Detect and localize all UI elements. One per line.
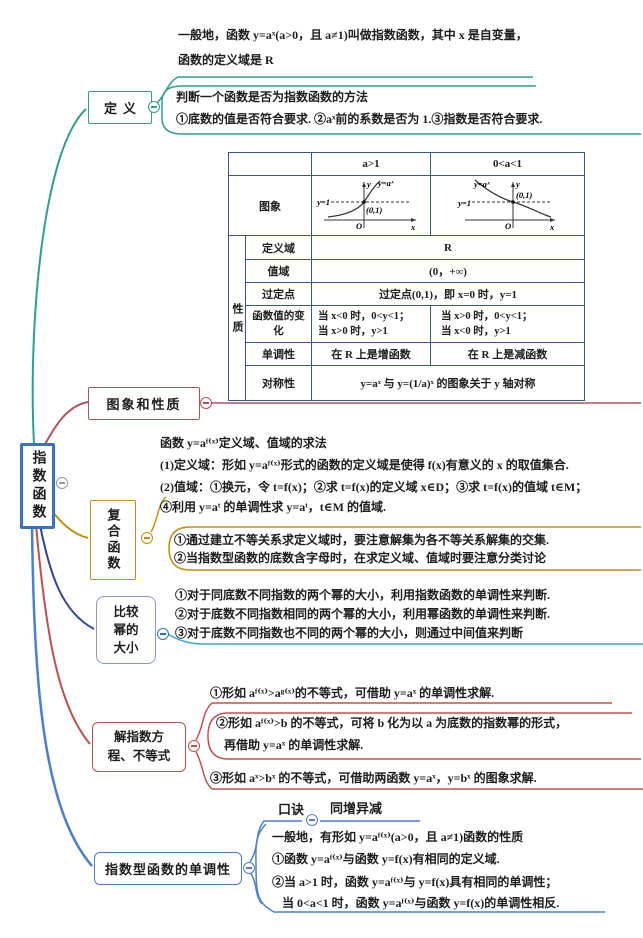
monotonicity-line-4: 当 0<a<1 时，函数 y=aᶠ⁽ˣ⁾与函数 y=f(x)的单调性相反. (282, 896, 560, 910)
root-collapse-icon[interactable] (56, 477, 68, 489)
definition-intro-line1: 一般地，函数 y=aˣ(a>0，且 a≠1)叫做指数函数，其中 x 是自变量， (178, 28, 528, 42)
range-value: (0，+∞) (311, 259, 585, 283)
origin-label: O (505, 221, 511, 231)
definition-method-title[interactable]: 判断一个函数是否为指数函数的方法 (176, 90, 369, 104)
composite-note-1[interactable]: ①通过建立不等关系求定义域时，要注意解集为各不等关系解集的交集. (174, 533, 550, 547)
node-compare-powers[interactable]: 比较 幂的 大小 (96, 596, 156, 664)
node-graph-properties[interactable]: 图象和性质 (88, 387, 200, 420)
curve-label: y=aˣ (377, 178, 394, 188)
definition-collapse-icon[interactable] (148, 101, 160, 113)
asymptote-label: y=1 (316, 197, 330, 207)
monotonicity-line-1[interactable]: 一般地，有形如 y=aᶠ⁽ˣ⁾(a>0，且 a≠1)函数的性质 (272, 830, 524, 844)
exp-graph-increasing: y y=aˣ y=1 (0,1) O x (316, 178, 416, 232)
graph-cell-increasing: y y=aˣ y=1 (0,1) O x (311, 175, 431, 236)
definition-intro-line2: 函数的定义域是 R (178, 53, 274, 67)
value-change-a: 当 x<0 时，0<y<1； 当 x>0 时，y>1 (311, 305, 431, 343)
composite-line-3: (2)值域：①换元，令 t=f(x)；②求 t=f(x)的定义域 x∈D；③求 … (160, 480, 588, 494)
node-solve-exponential[interactable]: 解指数方 程、不等式 (92, 722, 186, 772)
monotonicity-line-2: ①函数 y=aᶠ⁽ˣ⁾与函数 y=f(x)有相同的定义域. (272, 852, 500, 866)
point-label: (0,1) (366, 205, 382, 215)
solve-item-2-line1[interactable]: ②形如 aᶠ⁽ˣ⁾>b 的不等式，可将 b 化为以 a 为底数的指数幂的形式， (216, 716, 568, 730)
definition-method-items[interactable]: ①底数的值是否符合要求. ②aˣ前的系数是否为 1.③指数是否符合要求. (176, 112, 543, 126)
monotonicity-collapse-icon[interactable] (243, 862, 255, 874)
koujue-value[interactable]: 同增异减 (330, 801, 383, 816)
compare-item-3: ③对于底数不同指数也不同的两个幂的大小，则通过中间值来判断 (175, 626, 524, 640)
asymptote-label: y=1 (457, 198, 471, 208)
col-header-a-gt-1: a>1 (311, 152, 431, 176)
solve-item-1[interactable]: ①形如 aᶠ⁽ˣ⁾>aᵍ⁽ˣ⁾的不等式，可借助 y=aˣ 的单调性求解. (210, 686, 495, 700)
composite-note-2[interactable]: ②当指数型函数的底数含字母时，在求定义域、值域时要注意分类讨论 (174, 551, 547, 565)
solve-item-2-line2: 再借助 y=aˣ 的单调性求解. (224, 738, 364, 752)
row-label-fixed-point: 过定点 (245, 282, 312, 306)
curve-label: y=aˣ (473, 179, 490, 189)
symmetry-value: y=aˣ 与 y=(1/a)ˣ 的图象关于 y 轴对称 (311, 365, 585, 401)
composite-line-2: (1)定义域：形如 y=aᶠ⁽ˣ⁾形式的函数的定义域是使得 f(x)有意义的 x… (160, 458, 569, 472)
graph-properties-collapse-icon[interactable] (200, 397, 212, 409)
node-exponential-type-monotonicity[interactable]: 指数型函数的单调性 (94, 852, 242, 885)
koujue-collapse-icon[interactable] (306, 814, 318, 826)
row-label-value-change: 函数值的变化 (245, 305, 312, 343)
row-label-range: 值域 (245, 259, 312, 283)
x-axis-label: x (549, 222, 555, 232)
node-koujue[interactable]: 口诀 (278, 802, 305, 817)
compare-item-1[interactable]: ①对于同底数不同指数的两个幂的大小，利用指数函数的单调性来判断. (175, 588, 551, 602)
fixed-point-value: 过定点(0,1)，即 x=0 时，y=1 (311, 282, 585, 306)
exp-graph-decreasing: y=aˣ y y=1 (0,1) O x (457, 179, 555, 232)
row-label-symmetry: 对称性 (245, 365, 312, 401)
composite-line-1[interactable]: 函数 y=aᶠ⁽ˣ⁾定义域、值域的求法 (160, 436, 327, 450)
root-node-exponential-function[interactable]: 指数函数 (20, 443, 55, 529)
graph-cell-decreasing: y=aˣ y y=1 (0,1) O x (430, 175, 585, 236)
properties-table: a>1 0<a<1 图象 y y=aˣ y=1 (0,1) O (228, 152, 585, 401)
value-change-b: 当 x>0 时，0<y<1； 当 x<0 时，y>1 (430, 305, 585, 343)
solve-item-3[interactable]: ③形如 aˣ>bˣ 的不等式，可借助两函数 y=aˣ，y=bˣ 的图象求解. (210, 771, 537, 785)
node-composite-function[interactable]: 复合函数 (90, 500, 136, 580)
node-definition[interactable]: 定义 (88, 91, 152, 124)
composite-collapse-icon[interactable] (141, 532, 153, 544)
origin-label: O (356, 221, 362, 231)
solve-collapse-icon[interactable] (188, 740, 200, 752)
table-corner-cell (228, 152, 312, 176)
row-label-graph: 图象 (228, 175, 312, 236)
monotonicity-b: 在 R 上是减函数 (430, 342, 585, 366)
row-label-monotonicity: 单调性 (245, 342, 312, 366)
composite-line-4: ④利用 y=aᵗ 的单调性求 y=aᵗ，t∈M 的值域. (160, 500, 386, 514)
y-axis-label: y (366, 179, 371, 189)
compare-item-2: ②对于底数不同指数相同的两个幂的大小，利用幂函数的单调性来判断. (175, 607, 551, 621)
compare-collapse-icon[interactable] (157, 628, 169, 640)
row-label-domain: 定义域 (245, 235, 312, 260)
monotonicity-a: 在 R 上是增函数 (311, 342, 431, 366)
col-header-0-lt-a-lt-1: 0<a<1 (430, 152, 585, 176)
row-label-properties: 性 质 (228, 235, 246, 401)
domain-value: R (311, 235, 585, 260)
y-axis-label: y (515, 179, 520, 189)
point-label: (0,1) (516, 190, 532, 200)
monotonicity-line-3: ②当 a>1 时，函数 y=aᶠ⁽ˣ⁾与 y=f(x)具有相同的单调性； (272, 875, 558, 889)
x-axis-label: x (410, 222, 416, 232)
